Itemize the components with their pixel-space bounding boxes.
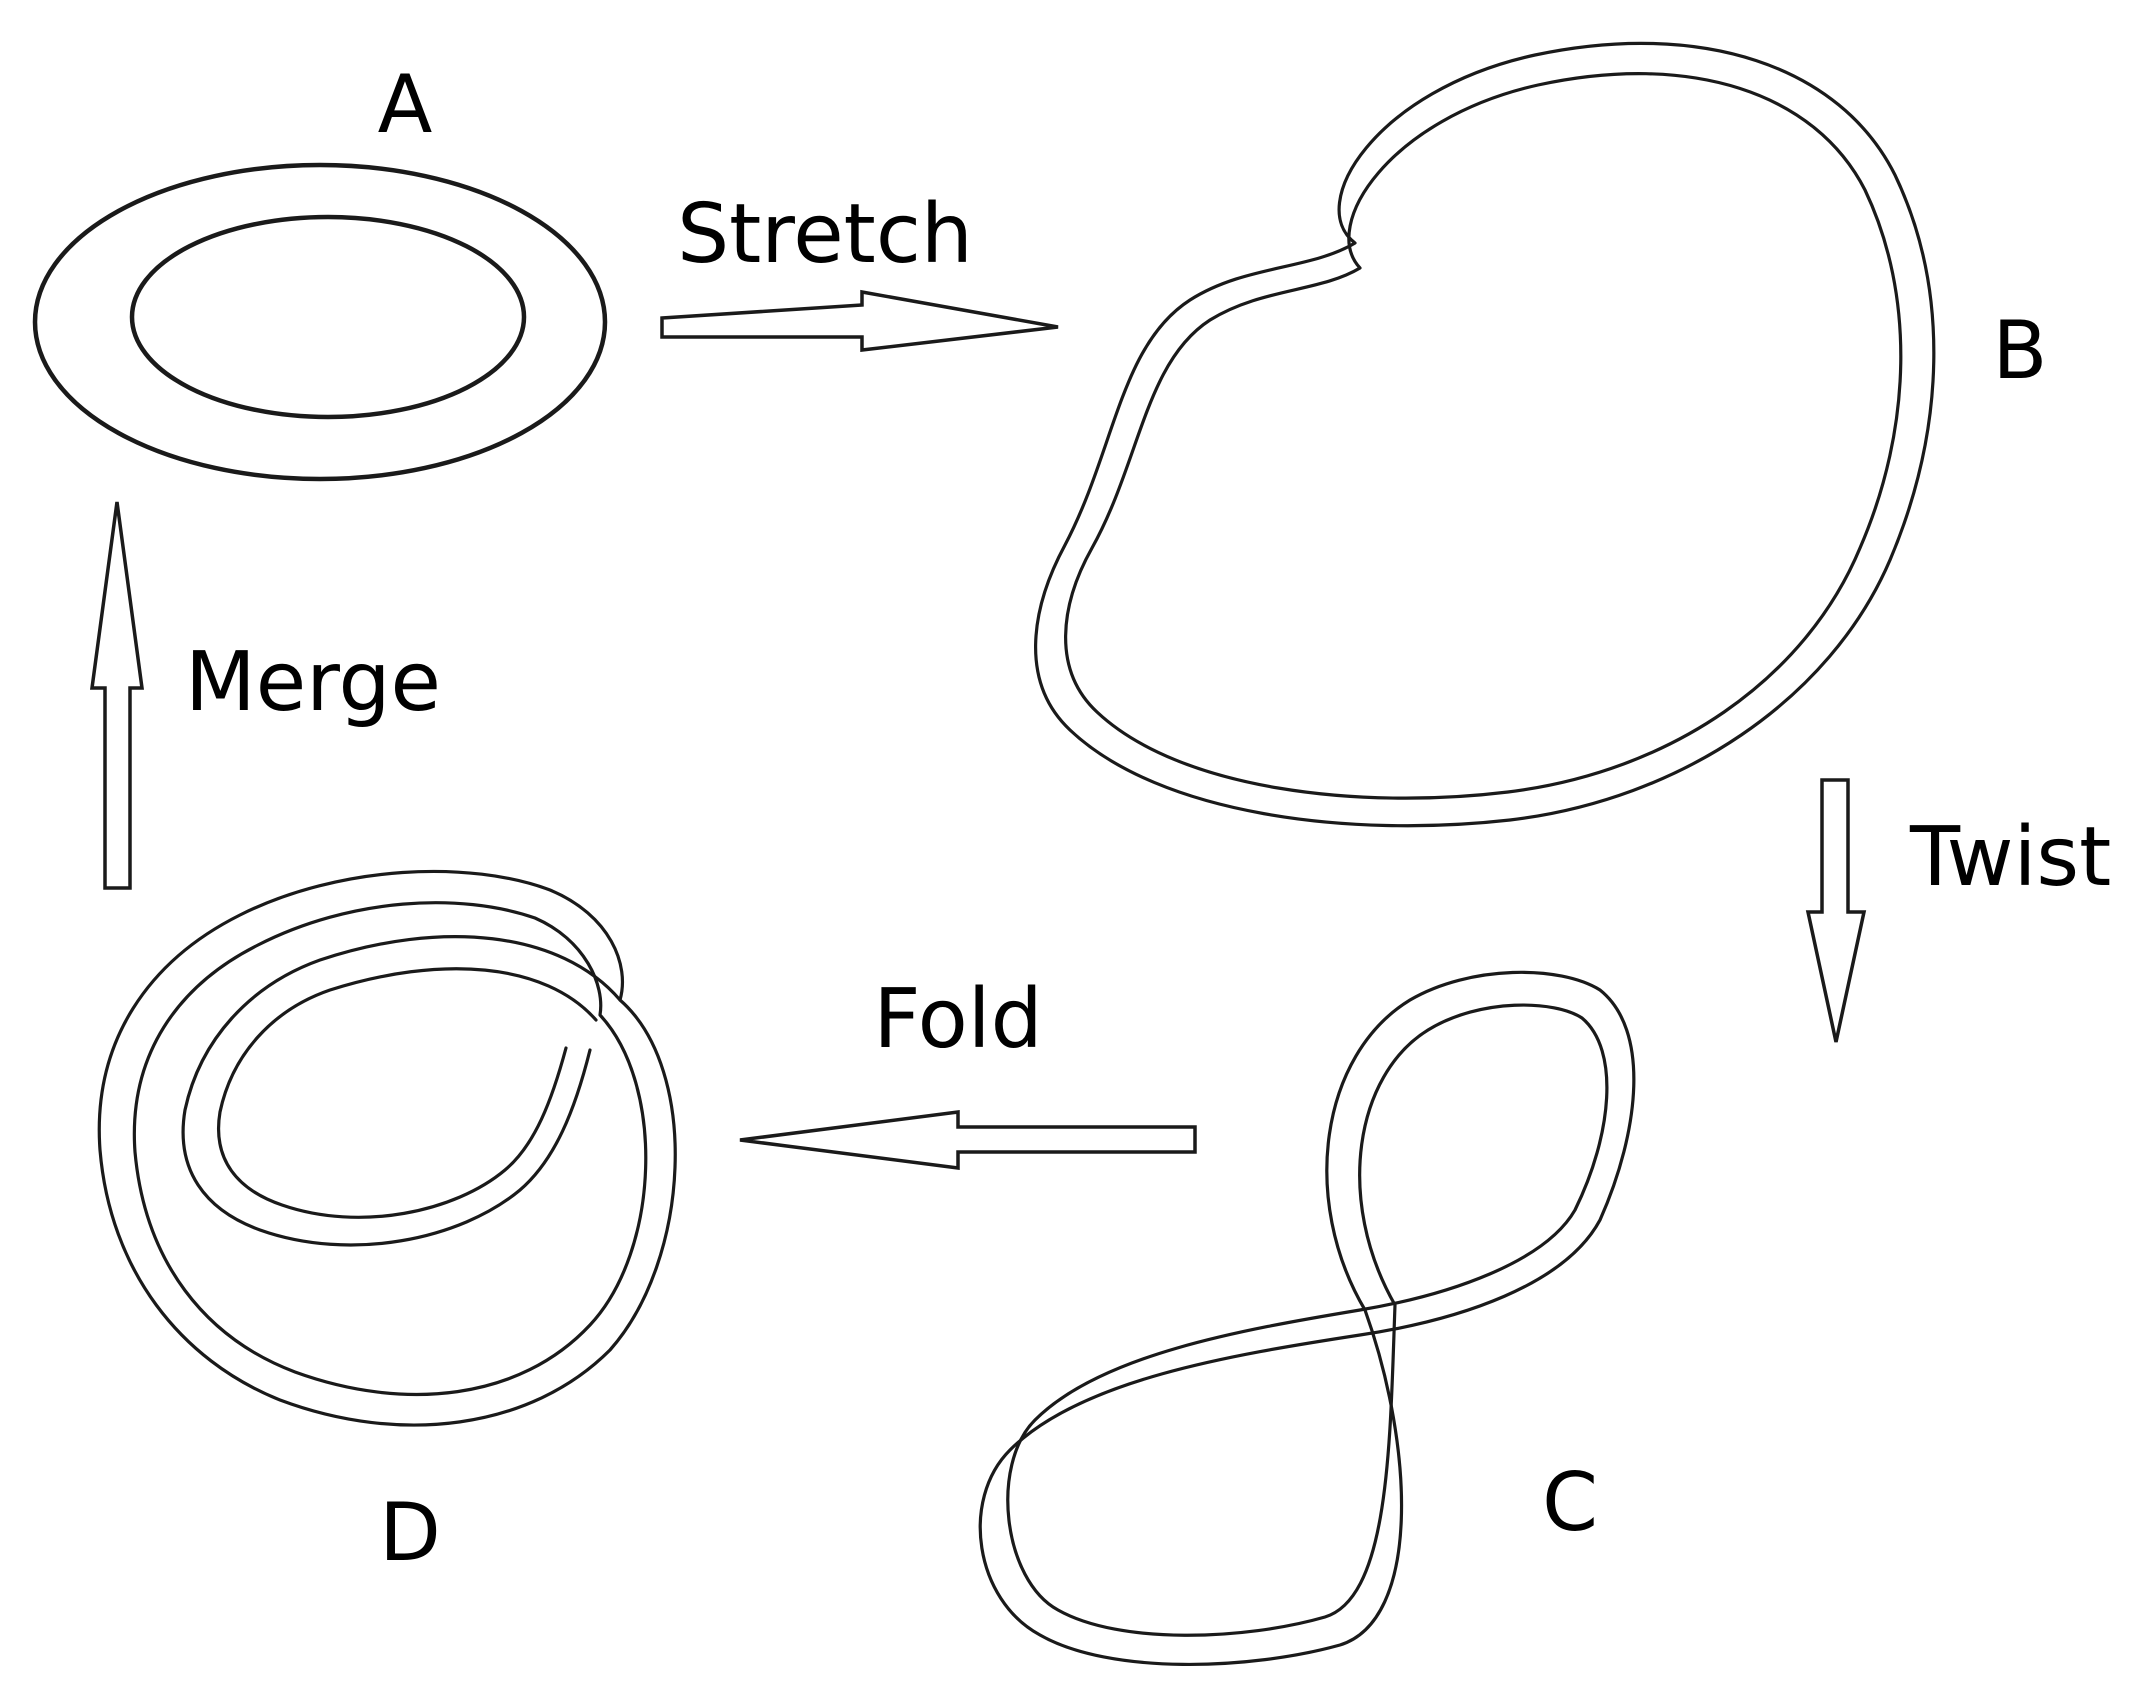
loop-d-outer-ring-edge	[97, 869, 677, 1427]
shape-b-stretched-loop	[1034, 41, 1936, 828]
ring-a-inner-edge	[129, 214, 527, 420]
loop-c-inner-edge	[1006, 1003, 1609, 1637]
shape-c-figure-eight	[978, 970, 1636, 1666]
arrow-stretch-right	[660, 289, 1059, 352]
label-a: A	[378, 58, 433, 151]
arrow-merge-up	[89, 501, 145, 890]
ring-a-outer-edge	[32, 162, 608, 482]
shape-d-folded-ring	[97, 869, 677, 1427]
loop-c-outer-edge	[978, 970, 1636, 1666]
label-c: C	[1542, 1456, 1598, 1549]
shape-a-ring	[32, 162, 608, 482]
label-fold: Fold	[873, 972, 1042, 1067]
label-stretch: Stretch	[677, 187, 973, 282]
arrow-fold-left	[739, 1110, 1197, 1170]
loop-d-inner-loop-inner-edge	[217, 967, 598, 1219]
label-twist: Twist	[1909, 810, 2111, 905]
label-d: D	[379, 1486, 441, 1579]
loop-d-middle-ring-edge	[132, 901, 648, 1397]
loop-b-outer-edge	[1034, 41, 1936, 828]
arrow-twist-down	[1805, 778, 1867, 1043]
label-b: B	[1993, 304, 2048, 397]
label-merge: Merge	[185, 635, 441, 730]
loop-d-inner-loop-outer-edge	[181, 935, 622, 1247]
loop-b-inner-edge	[1064, 72, 1903, 800]
